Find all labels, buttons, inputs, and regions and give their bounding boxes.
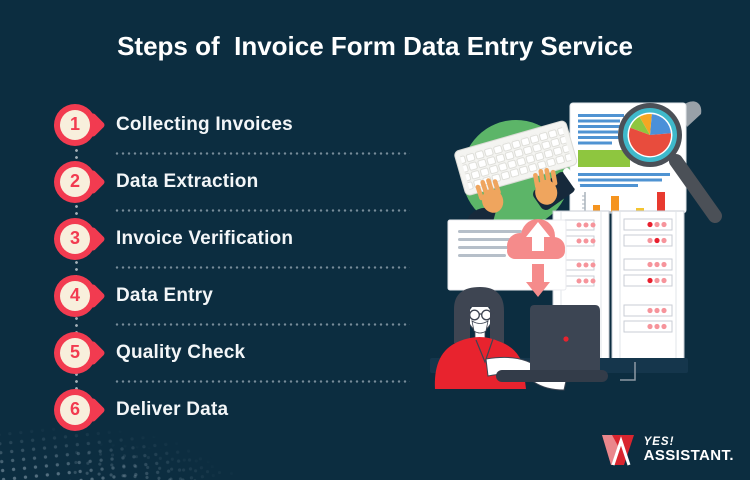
hair: [454, 287, 504, 343]
step-marker-pin-icon: 2: [53, 160, 106, 204]
step-marker-pin-icon: 3: [53, 217, 106, 261]
upload-arrow-icon: [526, 222, 550, 251]
step-marker-pin-icon: 1: [53, 103, 106, 147]
step-label: Data Extraction: [116, 170, 259, 192]
step-marker-pin-icon: 6: [53, 388, 106, 432]
step-label: Quality Check: [116, 341, 246, 363]
magnifier-icon: [618, 103, 722, 223]
step-number: 6: [60, 394, 90, 425]
typing-hands-icon: [475, 167, 558, 213]
step-number: 4: [60, 280, 90, 311]
step-label: Data Entry: [116, 284, 214, 306]
necklace: [475, 338, 494, 364]
data-entry-illustration: [430, 101, 722, 391]
step-number: 2: [60, 166, 90, 197]
step-marker-pin-icon: 4: [53, 274, 106, 318]
logo-brand-bottom: ASSISTANT.: [643, 447, 734, 465]
download-arrow-icon: [526, 264, 550, 297]
typing-keyboard-illustration: [454, 120, 581, 244]
step-row-6: 6 Deliver Data: [53, 381, 409, 438]
dotted-divider: [114, 209, 410, 212]
logo-text: YES! ASSISTANT.: [644, 436, 734, 464]
step-marker-pin-icon: 5: [53, 331, 106, 375]
logo-mark-icon: [601, 435, 634, 466]
highlight-block: [578, 150, 630, 167]
glasses-icon: [469, 309, 495, 321]
brand-logo: YES! ASSISTANT.: [600, 434, 734, 466]
laptop-icon: [496, 305, 608, 382]
dotted-divider: [114, 380, 410, 383]
laptop-logo-dot: [563, 336, 569, 342]
logo-brand-top: YES!: [643, 436, 675, 449]
magnifier-handle: [669, 154, 722, 223]
step-number: 3: [60, 223, 90, 254]
dotted-connector: [75, 126, 78, 409]
step-number: 5: [60, 337, 90, 368]
step-number: 1: [60, 109, 90, 140]
dotted-divider: [114, 323, 410, 326]
step-label: Collecting Invoices: [116, 113, 293, 135]
dotted-divider: [114, 266, 410, 269]
cloud-transfer-icon: [507, 219, 565, 297]
step-row-2: 2 Data Extraction: [53, 153, 409, 210]
page-title: Steps of Invoice Form Data Entry Service: [117, 31, 633, 61]
keyboard-icon: [454, 120, 578, 196]
dotted-divider: [114, 152, 410, 155]
step-label: Deliver Data: [116, 398, 229, 420]
face-mask: [471, 320, 489, 334]
step-row-4: 4 Data Entry: [53, 267, 409, 324]
step-row-5: 5 Quality Check: [53, 324, 409, 381]
steps-list: 1 Collecting Invoices 2 Data Extraction …: [53, 96, 410, 438]
step-row-1: 1 Collecting Invoices: [53, 96, 409, 153]
step-label: Invoice Verification: [116, 227, 294, 249]
step-row-3: 3 Invoice Verification: [53, 210, 409, 267]
cable: [620, 362, 636, 381]
document-text-lines: [578, 114, 624, 145]
page-curl: [682, 101, 702, 127]
pie-chart-icon: [628, 114, 671, 157]
